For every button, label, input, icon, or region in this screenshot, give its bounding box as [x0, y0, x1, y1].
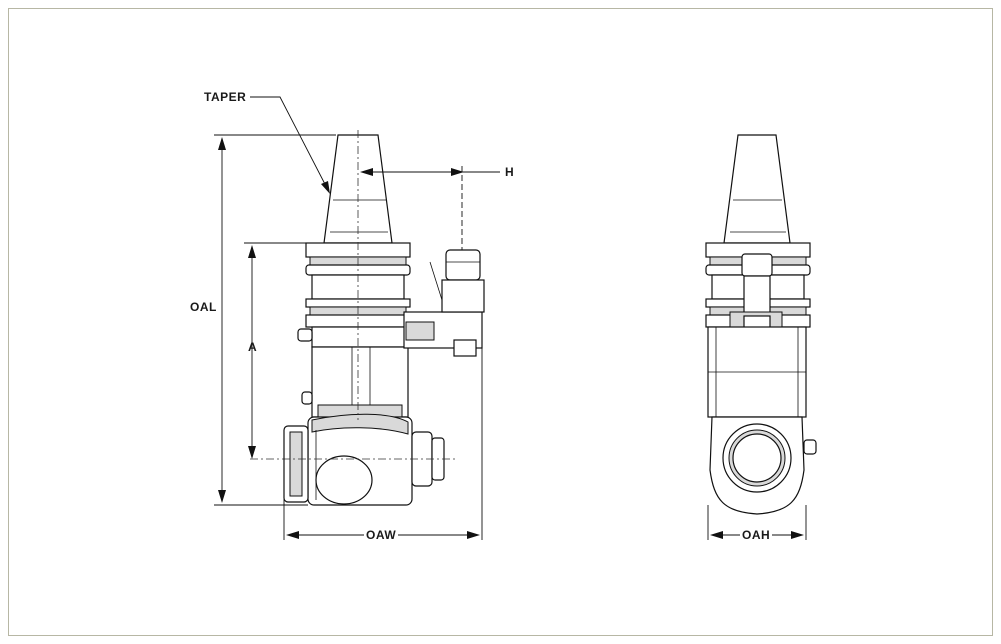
- oaw-label: OAW: [364, 528, 399, 542]
- a-label: A: [248, 340, 258, 354]
- end-taper-cone: [723, 134, 791, 244]
- oal-label: OAL: [190, 300, 217, 314]
- taper-leader: [250, 96, 329, 191]
- taper-label: TAPER: [204, 90, 247, 104]
- oah-label: OAH: [740, 528, 773, 542]
- h-label: H: [505, 165, 515, 179]
- end-view: [705, 134, 817, 515]
- side-grease-fitting-upper: [297, 328, 313, 342]
- side-stop-pin: [445, 249, 481, 281]
- end-stop-pin: [741, 253, 773, 277]
- side-grease-fitting-lower: [301, 391, 313, 405]
- drawing-frame: [8, 8, 993, 636]
- side-view: [250, 130, 485, 506]
- side-housing: [311, 326, 409, 348]
- end-bore-inner: [732, 433, 782, 483]
- side-head-boss: [315, 455, 373, 505]
- end-grease-fitting: [803, 439, 817, 455]
- dimensions: [214, 96, 807, 540]
